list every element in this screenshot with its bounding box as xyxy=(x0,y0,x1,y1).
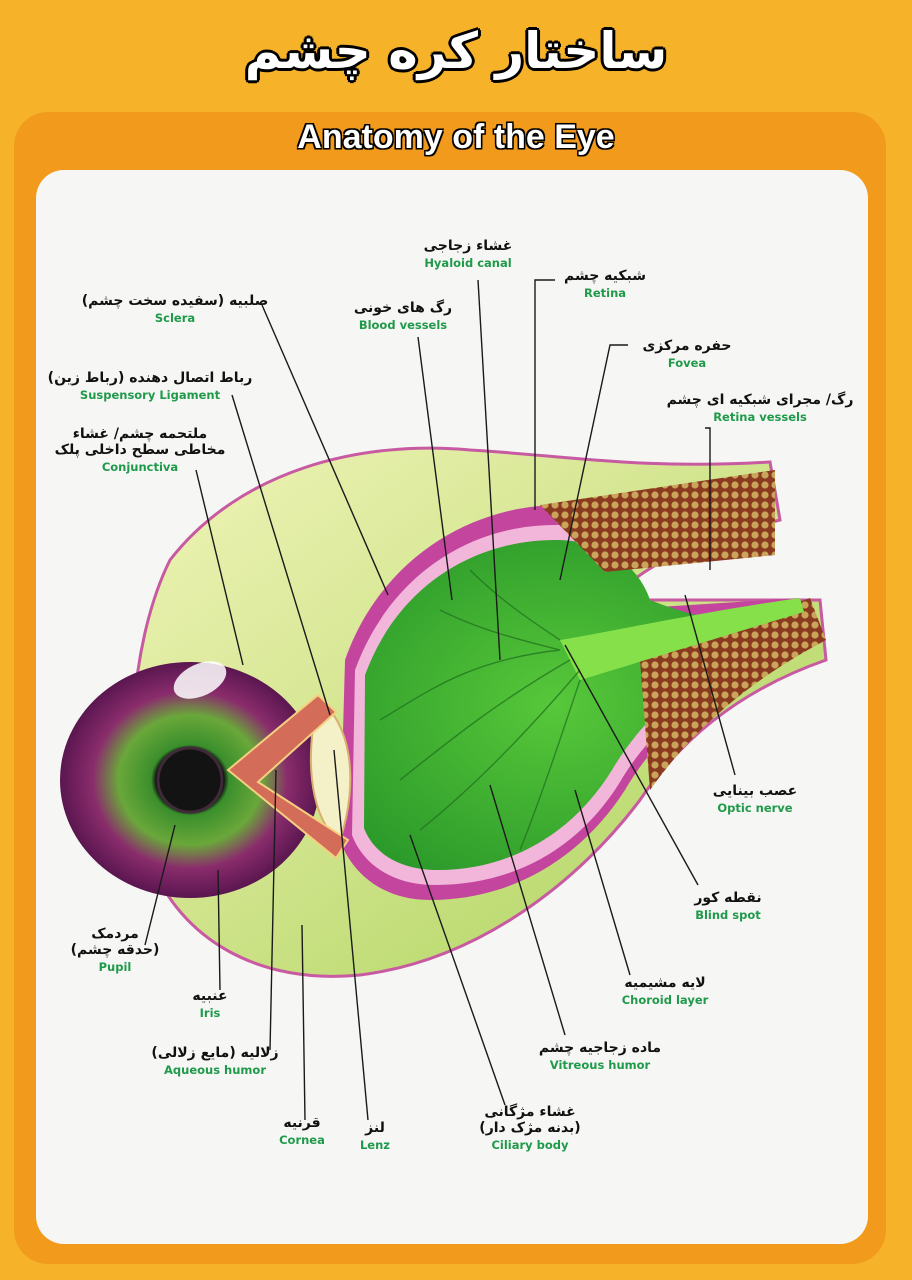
pupil-disc xyxy=(156,746,224,814)
label-blood-vessels: رگ های خونی Blood vessels xyxy=(353,300,453,333)
label-fovea: حفره مرکزی Fovea xyxy=(642,338,732,371)
label-retina: شبکیه چشم Retina xyxy=(563,268,647,301)
label-conjunctiva: ملتحمه چشم/ غشاء مخاطی سطح داخلی پلک Con… xyxy=(54,426,226,475)
label-lens: لنز Lenz xyxy=(359,1120,390,1153)
optic-nerve-upper xyxy=(540,470,775,572)
optic-nerve-core xyxy=(560,598,804,680)
label-pupil: مردمک (حدقه چشم) Pupil xyxy=(70,926,160,975)
label-retina-vessels: رگ/ مجرای شبکیه ای چشم Retina vessels xyxy=(666,392,854,425)
pupil-reflection xyxy=(173,661,227,699)
label-aqueous-humor: زلالیه (مایع زلالی) Aqueous humor xyxy=(151,1045,279,1078)
label-iris: عنبیه Iris xyxy=(192,988,228,1021)
poster-title-persian: ساختار کره چشم xyxy=(244,22,668,80)
label-blind-spot: نقطه کور Blind spot xyxy=(694,890,762,923)
label-ciliary-body: غشاء مژگانی (بدنه مژک دار) Ciliary body xyxy=(479,1104,581,1153)
label-sclera: صلبیه (سفیده سخت چشم) Sclera xyxy=(81,293,269,326)
label-vitreous-humor: ماده زجاجیه چشم Vitreous humor xyxy=(538,1040,662,1073)
label-cornea: قرنیه Cornea xyxy=(279,1115,325,1148)
poster-title-english: Anatomy of the Eye xyxy=(297,118,615,156)
ciliary-band xyxy=(226,693,350,860)
label-optic-nerve: عصب بینایی Optic nerve xyxy=(712,783,798,816)
label-choroid-layer: لایه مشیمیه Choroid layer xyxy=(621,975,709,1008)
vessel-lines xyxy=(379,569,581,851)
label-hyaloid-canal: غشاء زجاجی Hyaloid canal xyxy=(423,238,513,271)
label-suspensory-ligament: رباط اتصال دهنده (رباط زین) Suspensory L… xyxy=(47,370,253,403)
